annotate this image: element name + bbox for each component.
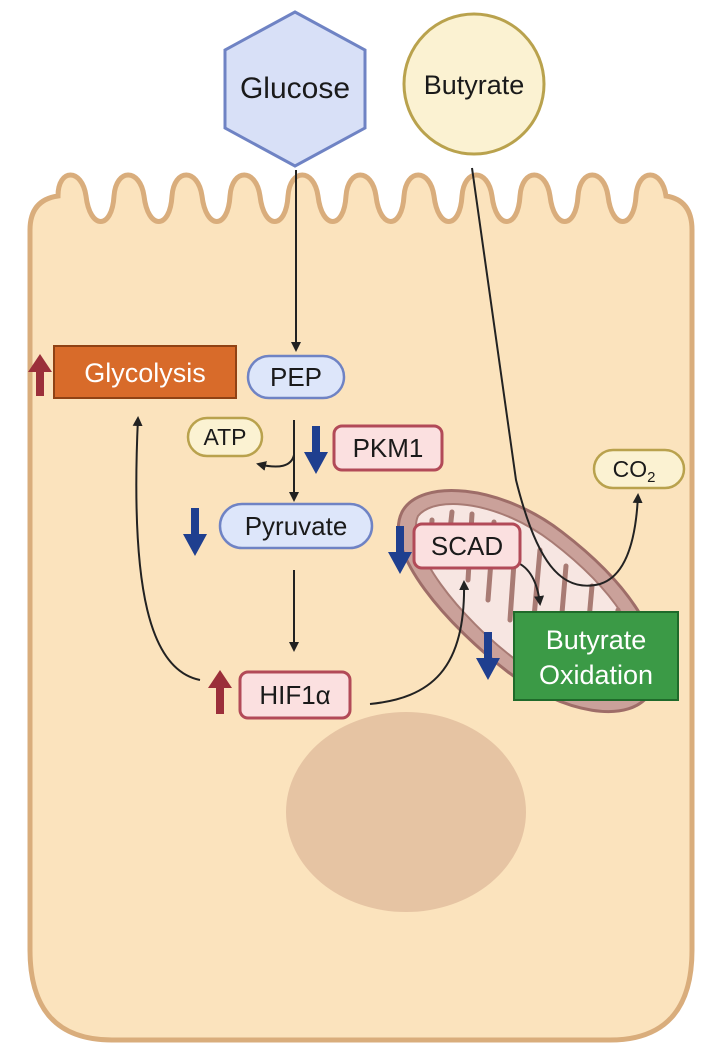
pep-label: PEP: [270, 362, 322, 392]
co2-subscript: 2: [647, 469, 655, 486]
down-arrow-butyrate-oxidation: [476, 632, 500, 680]
scad-box: [412, 522, 522, 570]
arrow-to-atp: [256, 454, 295, 471]
co2-text: CO: [613, 456, 648, 482]
co2-pill: [592, 448, 686, 490]
pkm1-label: PKM1: [353, 433, 424, 463]
scad-label: SCAD: [431, 531, 503, 561]
butyrate-label: Butyrate: [424, 70, 525, 100]
butyrate-oxidation-box: [513, 611, 679, 701]
nucleus: [286, 712, 526, 912]
atp-pill: [186, 416, 264, 458]
pep-pill: [246, 354, 346, 400]
butyrate-oxidation-label-line2: Oxidation: [539, 660, 653, 690]
co2-label: CO2: [613, 456, 656, 486]
arrow-butyrate-pathway: [471, 167, 643, 587]
arrow-hif1a-scad: [369, 580, 470, 705]
butyrate-circle: [402, 12, 546, 156]
glucose-label: Glucose: [240, 72, 350, 105]
up-arrow-hif1a: [208, 670, 232, 714]
glucose-hexagon: [223, 10, 367, 168]
pyruvate-pill: [218, 502, 374, 550]
glycolysis-box: [53, 345, 237, 399]
hif1a-box: [238, 670, 352, 720]
atp-label: ATP: [203, 424, 246, 450]
up-arrow-glycolysis: [28, 354, 52, 396]
pkm1-box: [332, 424, 444, 472]
hif1a-label: HIF1α: [259, 680, 330, 710]
glycolysis-label: Glycolysis: [84, 358, 206, 388]
arrow-hif1a-glycolysis: [132, 416, 201, 681]
down-arrow-scad: [388, 526, 412, 574]
down-arrow-pyruvate: [183, 508, 207, 556]
down-arrow-pkm1: [304, 426, 328, 474]
pyruvate-label: Pyruvate: [245, 511, 348, 541]
butyrate-oxidation-label-line1: Butyrate: [546, 625, 647, 655]
